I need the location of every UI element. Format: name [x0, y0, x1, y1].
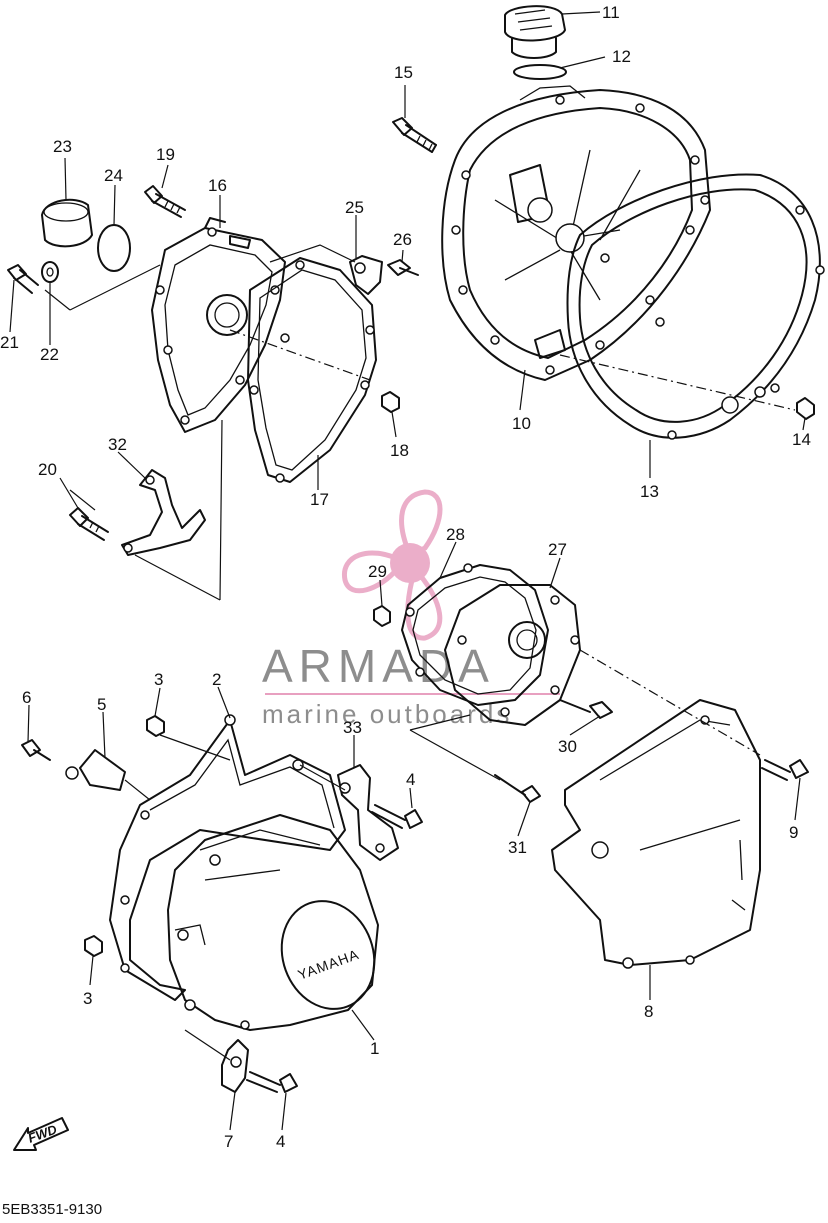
- callout-labels: 11 12 15 10 13 14 16 17 18 19 23 24 21 2…: [0, 3, 811, 1151]
- callout-6: 6: [22, 688, 31, 707]
- callout-32: 32: [108, 435, 127, 454]
- watermark-logo-icon: [342, 489, 443, 641]
- part-washer-22: [41, 261, 59, 283]
- part-bracket-32: [121, 469, 206, 556]
- callout-21: 21: [0, 333, 19, 352]
- part-dowel-14: [796, 397, 815, 420]
- callout-3-bottom: 3: [83, 989, 92, 1008]
- callout-9: 9: [789, 823, 798, 842]
- watermark-tagline: marine outboards: [262, 699, 512, 729]
- part-o-ring-24: [97, 224, 131, 272]
- part-bolt-6: [21, 739, 51, 761]
- watermark: ARMADA marine outboards: [262, 489, 560, 729]
- part-bolt-21: [7, 264, 39, 294]
- callout-10: 10: [512, 414, 531, 433]
- part-bolt-30: [559, 699, 613, 719]
- part-sprocket-cover: [551, 699, 761, 969]
- drawing-code: 5EB3351-9130: [2, 1201, 102, 1218]
- part-starter-gasket: [401, 563, 549, 706]
- callout-8: 8: [644, 1002, 653, 1021]
- part-bolt-31: [494, 774, 541, 803]
- part-bolt-9: [761, 759, 809, 781]
- part-bolt-4b: [246, 1071, 298, 1093]
- callout-17: 17: [310, 490, 329, 509]
- callout-27: 27: [548, 540, 567, 559]
- callout-25: 25: [345, 198, 364, 217]
- callout-16: 16: [208, 176, 227, 195]
- part-oil-filler-cap: [504, 5, 566, 59]
- part-pickup-cover: [151, 217, 286, 433]
- callout-11: 11: [602, 3, 620, 22]
- callout-5: 5: [97, 695, 106, 714]
- part-bolt-20: [69, 507, 109, 541]
- callout-30: 30: [558, 737, 577, 756]
- part-plug-23: [41, 198, 93, 248]
- part-generator-cover: YAMAHA: [167, 814, 379, 1031]
- part-generator-gasket: [109, 714, 346, 1001]
- part-dowel-29: [373, 605, 391, 627]
- cover-emboss-text: YAMAHA: [296, 946, 362, 983]
- part-clamp-5: [65, 749, 126, 791]
- part-bracket-33: [337, 764, 399, 861]
- callout-4-lower: 4: [276, 1132, 285, 1151]
- part-bolt-26: [387, 259, 419, 276]
- callout-14: 14: [792, 430, 811, 449]
- part-o-ring: [513, 64, 567, 80]
- part-pickup-gasket: [247, 257, 377, 483]
- callout-4-upper: 4: [406, 770, 415, 789]
- part-bolt-19: [144, 185, 186, 218]
- fwd-arrow-icon: FWD: [13, 1117, 69, 1151]
- callout-2: 2: [212, 670, 221, 689]
- callout-3-top: 3: [154, 670, 163, 689]
- callout-7: 7: [224, 1132, 233, 1151]
- callout-26: 26: [393, 230, 412, 249]
- part-bracket-25: [349, 255, 383, 295]
- callout-18: 18: [390, 441, 409, 460]
- part-clutch-gasket: [566, 173, 825, 440]
- assembly-lines: [44, 244, 796, 1061]
- callout-12: 12: [612, 47, 631, 66]
- part-dowel-3a: [146, 715, 165, 737]
- callout-19: 19: [156, 145, 175, 164]
- part-starter-cover: [444, 584, 581, 726]
- part-clamp-7: [221, 1039, 249, 1093]
- callout-leaders: [9, 11, 806, 1131]
- part-dowel-3b: [84, 935, 103, 957]
- callout-23: 23: [53, 137, 72, 156]
- part-bolt-4a: [371, 804, 423, 829]
- callout-29: 29: [368, 562, 387, 581]
- callout-22: 22: [40, 345, 59, 364]
- callout-31: 31: [508, 838, 527, 857]
- part-bolt-15: [392, 117, 437, 153]
- part-clutch-cover: [441, 85, 711, 381]
- callout-20: 20: [38, 460, 57, 479]
- callout-15: 15: [394, 63, 413, 82]
- callout-33: 33: [343, 718, 362, 737]
- callout-1: 1: [370, 1039, 379, 1058]
- part-dowel-18: [381, 391, 400, 413]
- callout-13: 13: [640, 482, 659, 501]
- callout-28: 28: [446, 525, 465, 544]
- watermark-brand: ARMADA: [262, 640, 495, 692]
- callout-24: 24: [104, 166, 123, 185]
